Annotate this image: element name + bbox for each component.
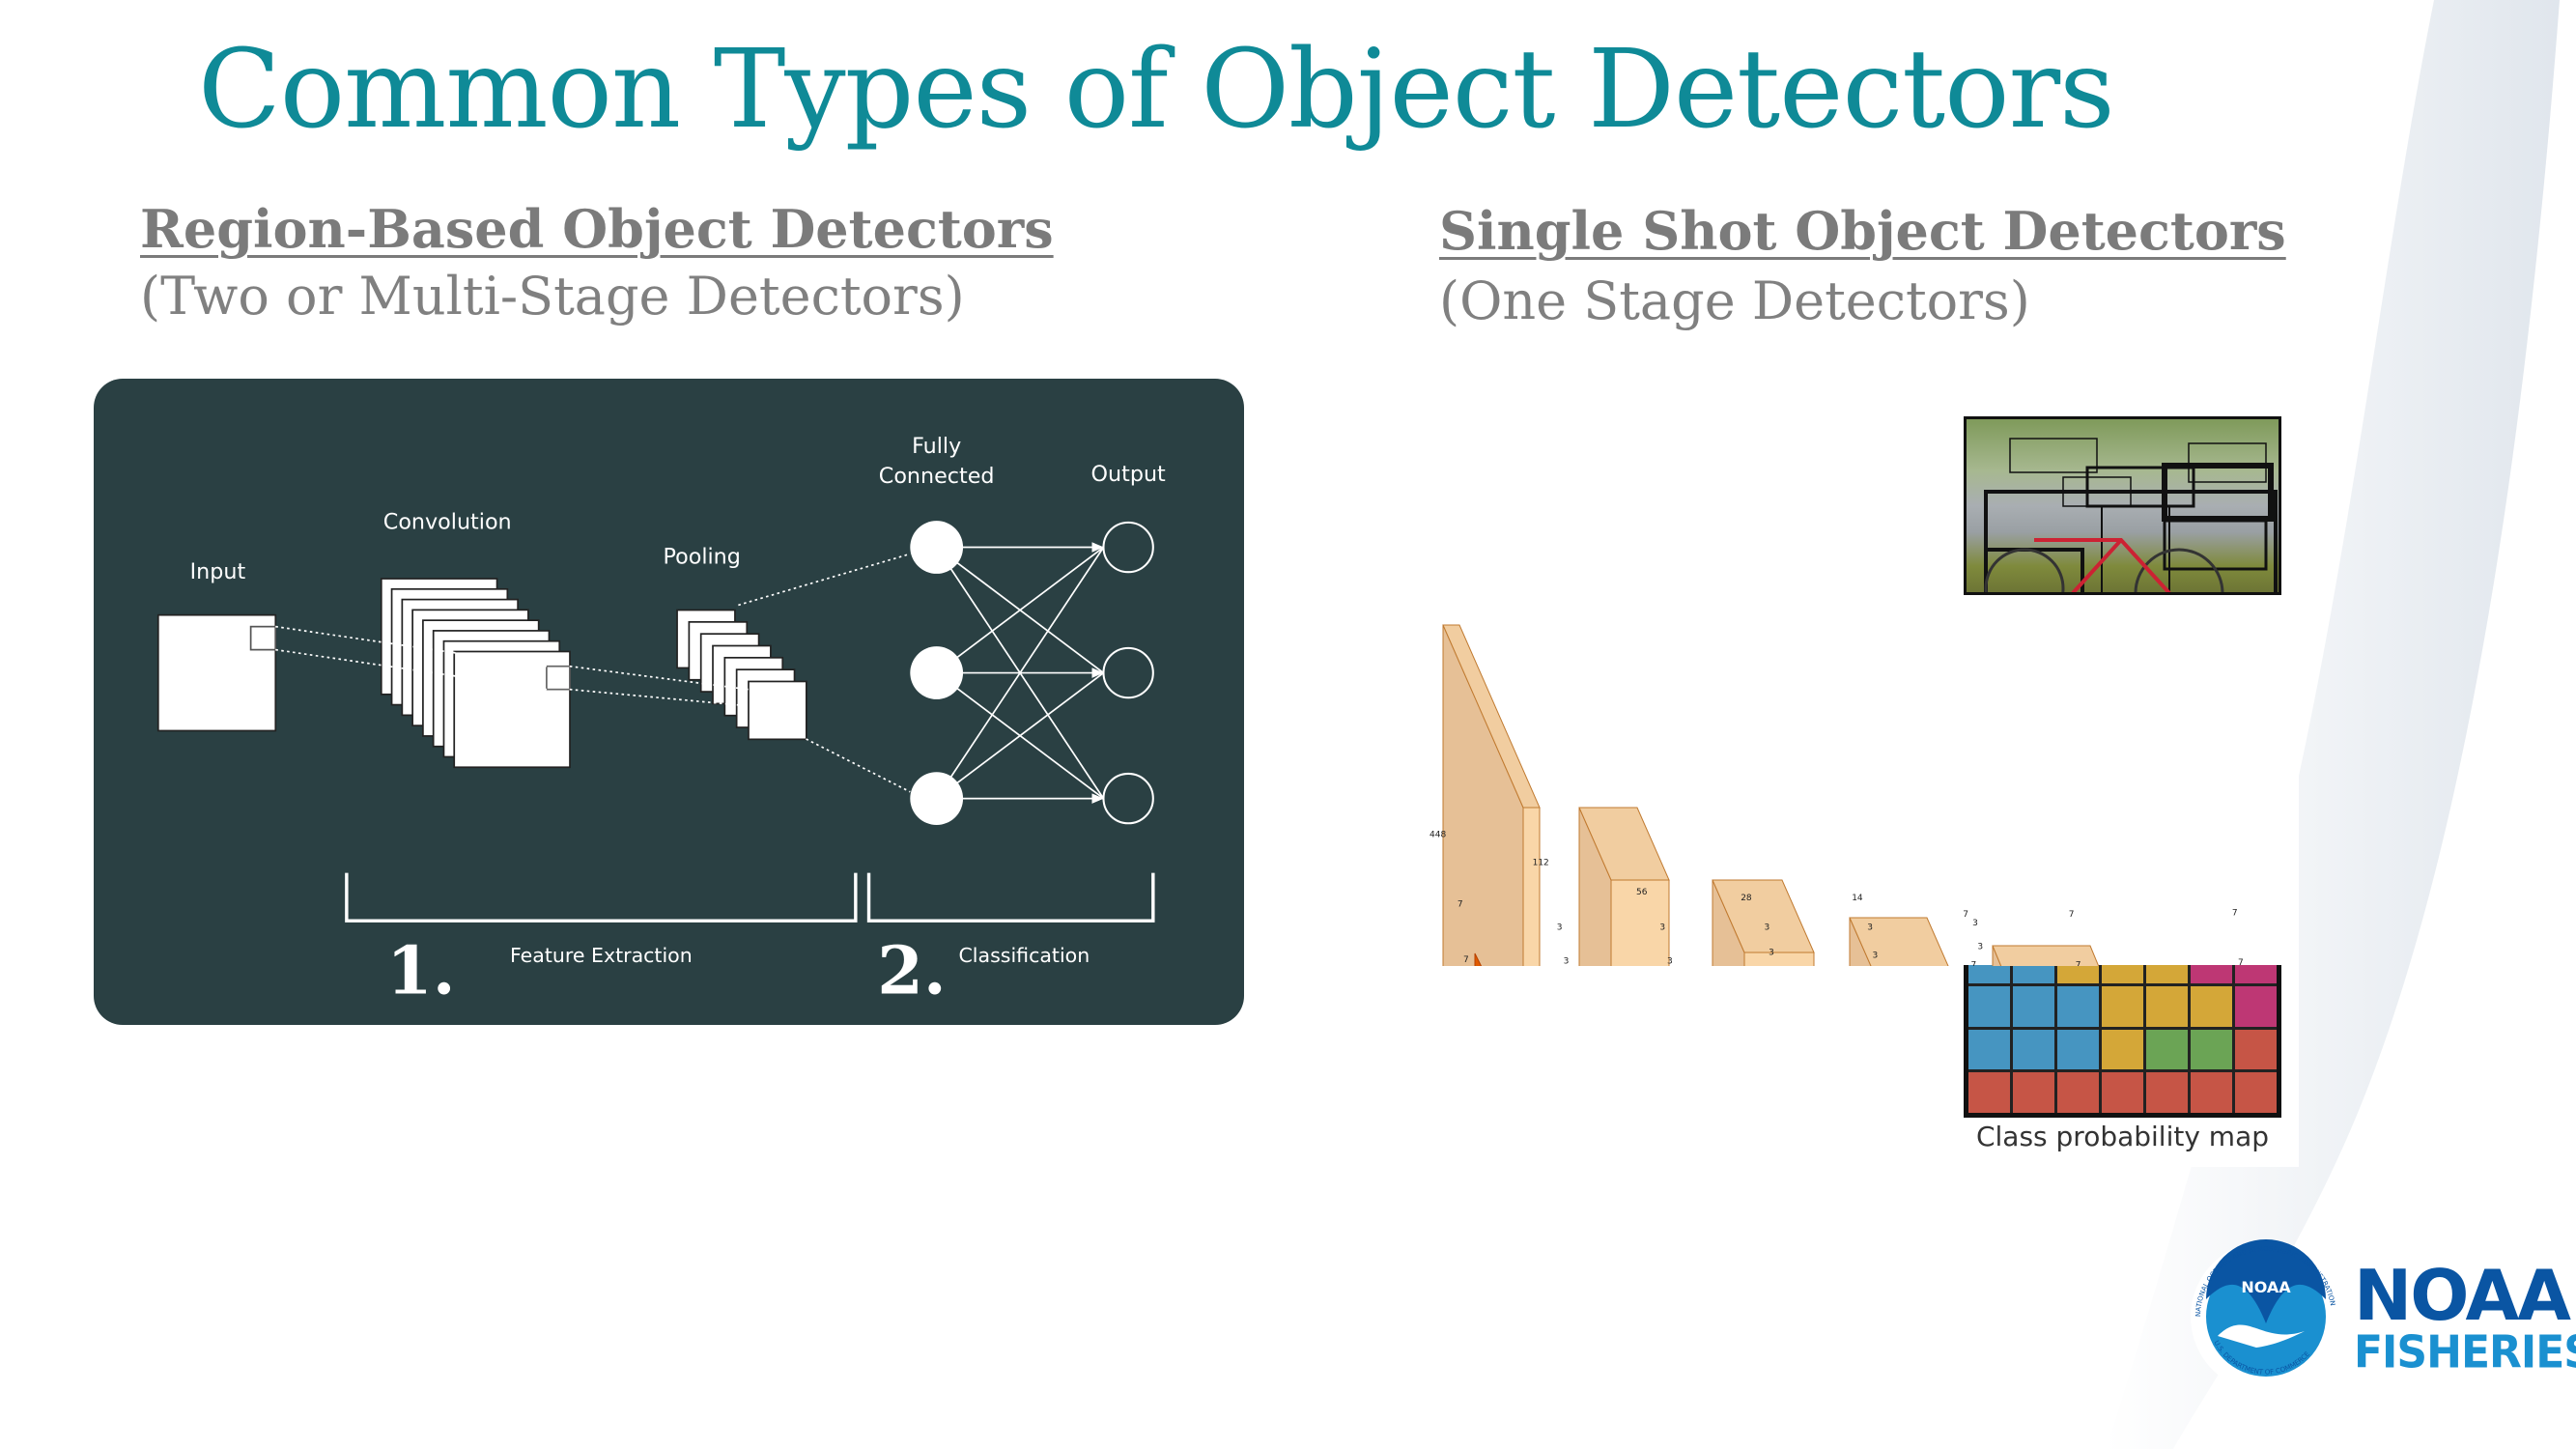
dimension-label: 3: [1659, 923, 1665, 933]
dimension-label: 3: [1769, 949, 1774, 958]
convolution-stack: [380, 578, 571, 769]
bounding-boxes: [1984, 438, 2278, 592]
dimension-label: 3: [1765, 923, 1770, 933]
feature-extraction-label: Feature Extraction: [510, 944, 693, 967]
noaa-seal-logo: NOAA NATIONAL OCEANIC AND ATMOSPHERIC AD…: [2191, 1239, 2341, 1392]
cnn-diagram-panel: Input Convolution Pooling Fully Connecte…: [94, 379, 1244, 1025]
output-label: Output: [1091, 462, 1167, 487]
input-image: [156, 613, 277, 732]
dimension-label: 448: [1430, 831, 1446, 840]
step-2-number: 2.: [877, 932, 946, 1009]
noaa-name: NOAA: [2354, 1255, 2571, 1336]
fc-edge: [936, 546, 1105, 674]
detection-boxes-image: [1964, 416, 2281, 595]
dimension-label: 28: [1741, 894, 1752, 903]
convolution-label: Convolution: [383, 510, 512, 535]
feature-map: [453, 650, 571, 769]
noaa-fisheries-wordmark: NOAA FISHERIES: [2354, 1255, 2576, 1379]
class-map-caption: Class probability map: [1975, 1121, 2270, 1152]
layer-block: [1712, 879, 1815, 966]
fully-connected-label-2: Connected: [879, 464, 995, 489]
brackets: [345, 872, 1155, 923]
fc-edge: [936, 671, 1105, 800]
output-nodes: [1102, 521, 1154, 825]
pooling-stack: [676, 609, 807, 741]
single-shot-heading: Single Shot Object Detectors: [1439, 200, 2286, 262]
dimension-label: 56: [1636, 888, 1648, 897]
conv-kernel: [1474, 952, 1483, 966]
dimension-label: 112: [1533, 859, 1549, 868]
dimension-label: 7: [1458, 899, 1463, 909]
dimension-label: 7: [1971, 961, 1977, 967]
pooled-map: [748, 680, 807, 741]
dimension-label: 3: [1977, 943, 1983, 952]
dimension-label: 7: [1463, 955, 1469, 965]
class-probability-map: [1964, 965, 2281, 1118]
dimension-label: 7: [2076, 961, 2081, 967]
layer-block: [1992, 945, 2100, 966]
region-based-heading: Region-Based Object Detectors: [140, 198, 1054, 260]
fc-edge: [935, 547, 1105, 800]
layer-block: [1442, 624, 1541, 966]
dimension-label: 7: [1963, 910, 1968, 920]
noaa-division: FISHERIES: [2354, 1326, 2576, 1379]
layer-block: [1849, 917, 1949, 966]
layer-block: [1578, 807, 1670, 966]
dimension-label: 3: [1667, 957, 1673, 966]
fc-edges: [935, 542, 1105, 804]
dimension-label: 3: [1972, 919, 1978, 928]
connector-lines: [275, 553, 911, 793]
dimension-label: 7: [2238, 958, 2244, 966]
input-label: Input: [190, 559, 246, 584]
fully-connected-label-1: Fully: [912, 434, 961, 459]
region-based-subheading: (Two or Multi-Stage Detectors): [140, 266, 965, 327]
seal-center-text: NOAA: [2241, 1278, 2291, 1296]
cnn-diagram: Input Convolution Pooling Fully Connecte…: [156, 434, 1167, 1009]
fc-nodes: [910, 521, 964, 825]
dimension-label: 3: [1557, 923, 1563, 933]
dimension-label: 7: [2069, 910, 2075, 920]
dimension-label: 3: [1867, 923, 1873, 933]
dimension-label: 14: [1852, 894, 1863, 903]
classification-label: Classification: [958, 944, 1090, 967]
dimension-label: 3: [1564, 957, 1570, 966]
step-1-number: 1.: [386, 932, 455, 1009]
single-shot-subheading: (One Stage Detectors): [1439, 270, 2030, 331]
yolo-architecture: 4484487731121123319256563325628283351214…: [1430, 624, 2244, 967]
dimension-label: 7: [2232, 908, 2238, 918]
pooling-label: Pooling: [664, 545, 741, 570]
page-title: Common Types of Object Detectors: [198, 27, 2115, 153]
dimension-label: 3: [1873, 952, 1879, 961]
